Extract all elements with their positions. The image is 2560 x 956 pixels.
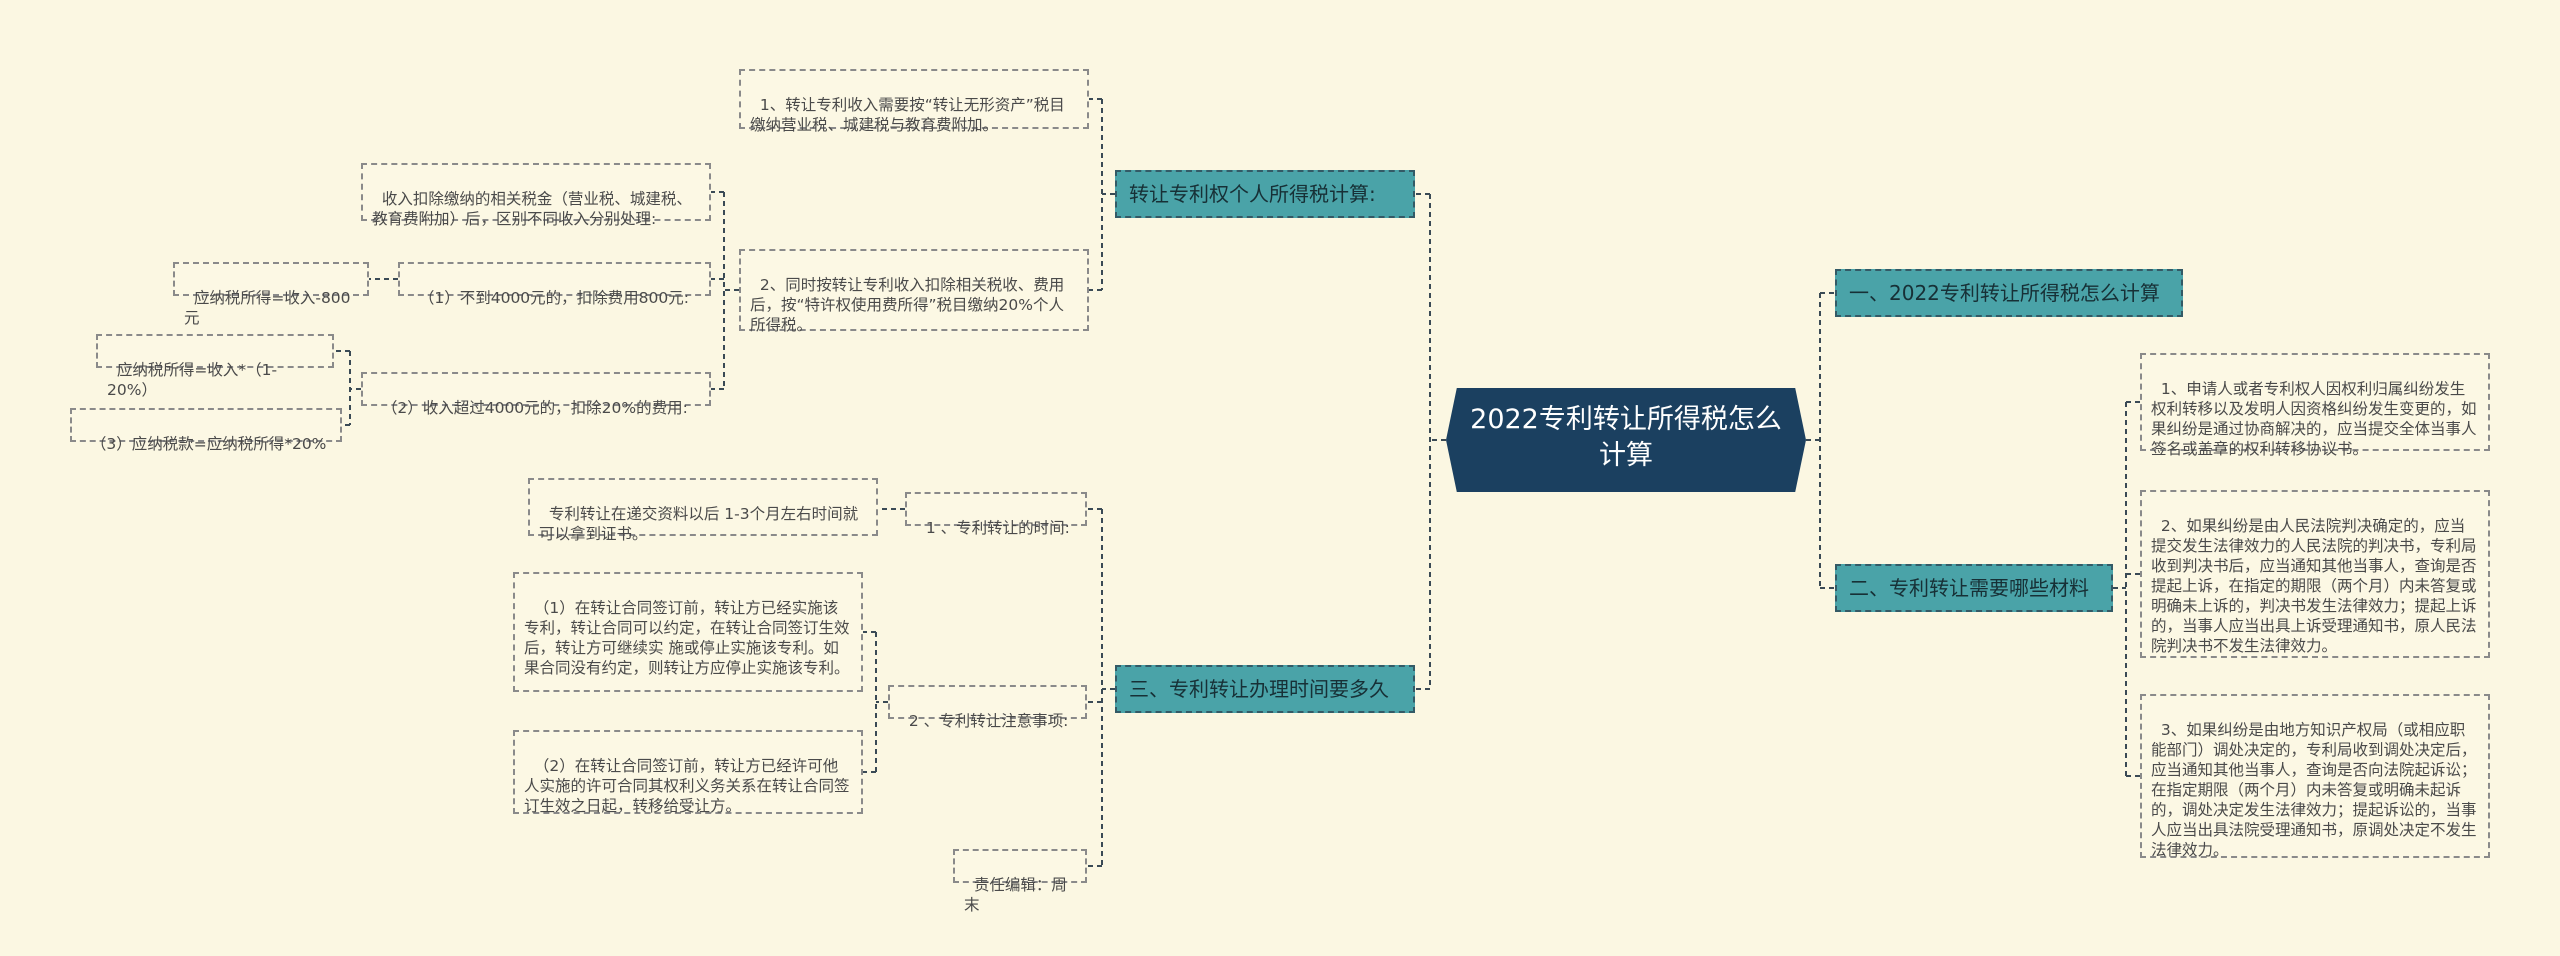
- branch-label: 三、专利转让办理时间要多久: [1129, 677, 1389, 701]
- editor-text: 责任编辑：周末: [964, 876, 1067, 914]
- deduction-intro[interactable]: 收入扣除缴纳的相关税金（营业税、城建税、教育费附加）后，区别不同收入分别处理:: [361, 163, 711, 228]
- formula-text: （3）应纳税款=应纳税所得*20%: [90, 435, 327, 453]
- editor-credit[interactable]: 责任编辑：周末: [953, 849, 1087, 914]
- notes-detail-1[interactable]: （1）在转让合同签订前，转让方已经实施该专利，转让合同可以约定，在转让合同签订生…: [513, 572, 863, 692]
- tax-item-text: 2、同时按转让专利收入扣除相关税收、费用后，按“特许权使用费所得”税目缴纳20%…: [750, 276, 1065, 334]
- branch-processing-time[interactable]: 三、专利转让办理时间要多久: [1115, 665, 1415, 713]
- time-detail[interactable]: 专利转让在递交资料以后 1-3个月左右时间就可以拿到证书。: [528, 478, 878, 543]
- case-text: （2）收入超过4000元的，扣除20%的费用:: [381, 399, 688, 417]
- material-text: 2、如果纠纷是由人民法院判决确定的，应当提交发生法律效力的人民法院的判决书，专利…: [2151, 517, 2477, 655]
- root-topic[interactable]: 2022专利转让所得税怎么计算: [1446, 388, 1806, 492]
- formula-over-4000[interactable]: 应纳税所得=收入*（1-20%）: [96, 334, 334, 399]
- case-text: （1）不到4000元的，扣除费用800元:: [418, 289, 689, 307]
- branch-label: 转让专利权个人所得税计算:: [1129, 182, 1376, 206]
- tax-item-text: 1、转让专利收入需要按“转让无形资产”税目缴纳营业税、城建税与教育费附加。: [750, 96, 1065, 134]
- detail-text: 专利转让在递交资料以后 1-3个月左右时间就可以拿到证书。: [539, 505, 859, 543]
- material-item-1[interactable]: 1、申请人或者专利权人因权利归属纠纷发生权利转移以及发明人因资格纠纷发生变更的，…: [2140, 353, 2490, 458]
- notes-detail-2[interactable]: （2）在转让合同签订前，转让方已经许可他人实施的许可合同其权利义务关系在转让合同…: [513, 730, 863, 815]
- material-text: 1、申请人或者专利权人因权利归属纠纷发生权利转移以及发明人因资格纠纷发生变更的，…: [2151, 380, 2477, 458]
- formula-under-4000[interactable]: 应纳税所得=收入-800元: [173, 262, 369, 327]
- time-subtopic[interactable]: 1 、专利转让的时间:: [905, 492, 1087, 537]
- material-text: 3、如果纠纷是由地方知识产权局（或相应职能部门）调处决定的，专利局收到调处决定后…: [2151, 721, 2477, 859]
- case-under-4000[interactable]: （1）不到4000元的，扣除费用800元:: [398, 262, 711, 307]
- formula-tax-payable[interactable]: （3）应纳税款=应纳税所得*20%: [70, 408, 342, 453]
- branch-label: 二、专利转让需要哪些材料: [1849, 576, 2089, 600]
- material-item-2[interactable]: 2、如果纠纷是由人民法院判决确定的，应当提交发生法律效力的人民法院的判决书，专利…: [2140, 490, 2490, 658]
- tax-item-1[interactable]: 1、转让专利收入需要按“转让无形资产”税目缴纳营业税、城建税与教育费附加。: [739, 69, 1089, 134]
- formula-text: 应纳税所得=收入-800元: [184, 289, 351, 327]
- branch-personal-income-tax[interactable]: 转让专利权个人所得税计算:: [1115, 170, 1415, 218]
- branch-label: 一、2022专利转让所得税怎么计算: [1849, 281, 2160, 305]
- formula-text: 应纳税所得=收入*（1-20%）: [107, 361, 278, 399]
- notes-subtopic[interactable]: 2 、专利转让注意事项:: [888, 685, 1087, 730]
- root-title: 2022专利转让所得税怎么计算: [1470, 404, 1782, 471]
- subtopic-text: 1 、专利转让的时间:: [925, 519, 1070, 537]
- branch-tax-calculation[interactable]: 一、2022专利转让所得税怎么计算: [1835, 269, 2183, 317]
- branch-required-materials[interactable]: 二、专利转让需要哪些材料: [1835, 564, 2113, 612]
- tax-item-2[interactable]: 2、同时按转让专利收入扣除相关税收、费用后，按“特许权使用费所得”税目缴纳20%…: [739, 249, 1089, 334]
- detail-text: （2）在转让合同签订前，转让方已经许可他人实施的许可合同其权利义务关系在转让合同…: [524, 757, 850, 815]
- case-over-4000[interactable]: （2）收入超过4000元的，扣除20%的费用:: [361, 372, 711, 417]
- deduction-text: 收入扣除缴纳的相关税金（营业税、城建税、教育费附加）后，区别不同收入分别处理:: [372, 190, 692, 228]
- material-item-3[interactable]: 3、如果纠纷是由地方知识产权局（或相应职能部门）调处决定的，专利局收到调处决定后…: [2140, 694, 2490, 859]
- subtopic-text: 2 、专利转让注意事项:: [908, 712, 1069, 730]
- detail-text: （1）在转让合同签订前，转让方已经实施该专利，转让合同可以约定，在转让合同签订生…: [524, 599, 850, 677]
